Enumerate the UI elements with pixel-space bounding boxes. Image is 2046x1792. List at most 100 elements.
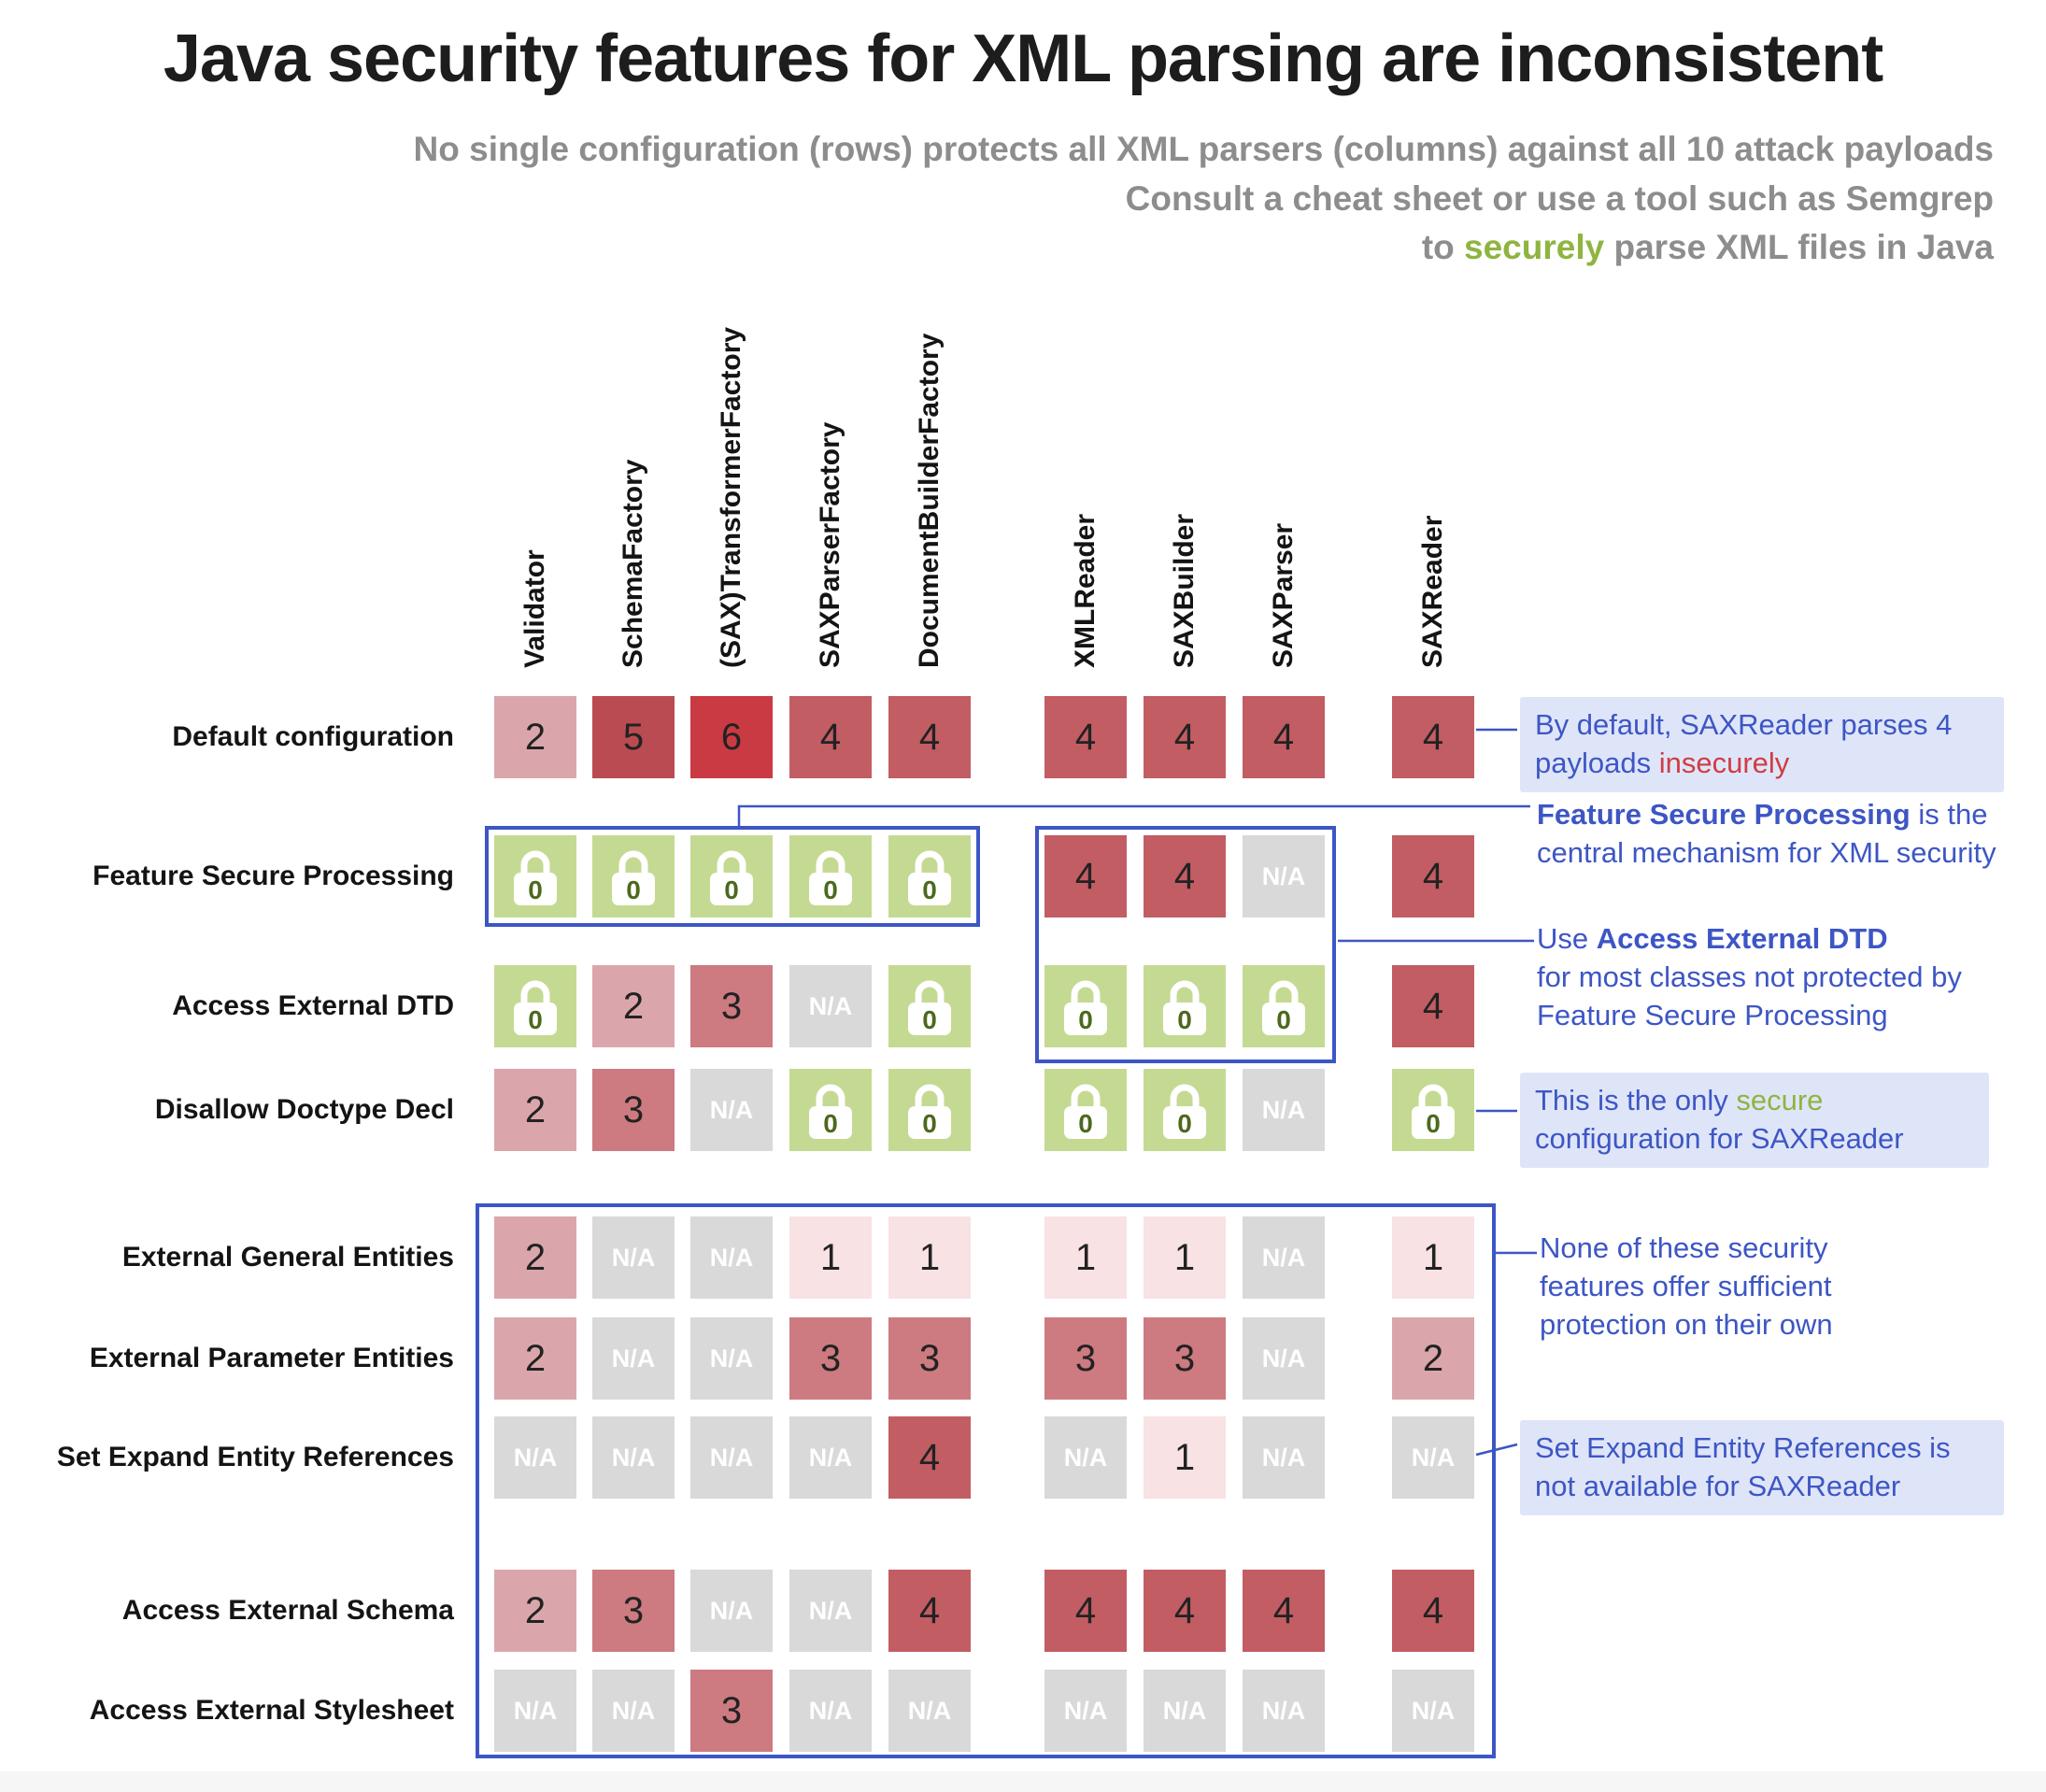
matrix-cell: 1 [1144,1416,1226,1499]
lock-icon: 0 [908,980,951,1035]
matrix-cell-secure: 0 [494,835,576,917]
lock-icon: 0 [514,850,557,905]
svg-text:0: 0 [626,875,641,904]
matrix-cell-na: N/A [789,1416,872,1499]
cell-value: 3 [622,1088,645,1131]
matrix-cell-secure: 0 [1392,1069,1474,1151]
cell-value: N/A [808,991,853,1020]
matrix-cell: 5 [592,696,675,778]
cell-value: N/A [513,1443,558,1472]
text-segment: Access External DTD [1596,922,1888,955]
matrix-cell: 3 [690,1670,773,1752]
cell-value: N/A [808,1696,853,1725]
cell-value: 4 [1272,716,1295,758]
matrix-cell-na: N/A [690,1216,773,1299]
matrix-cell-na: N/A [690,1416,773,1499]
text-segment: Use [1537,922,1597,955]
matrix-cell: 4 [1392,696,1474,778]
cell-value: 2 [524,1337,547,1379]
matrix-cell-na: N/A [494,1670,576,1752]
svg-text:0: 0 [922,1005,937,1034]
subtitle-line: Consult a cheat sheet or use a tool such… [414,175,1994,224]
matrix-cell: 3 [592,1570,675,1652]
column-header-label: SAXParser [1268,522,1299,668]
matrix-cell: 3 [592,1069,675,1151]
cell-value: 2 [524,1088,547,1131]
matrix-cell: 4 [1044,835,1127,917]
matrix-cell-na: N/A [592,1416,675,1499]
cell-value: N/A [808,1443,853,1472]
cell-value: N/A [709,1443,754,1472]
cell-value: 4 [1422,985,1444,1027]
matrix-cell-na: N/A [1243,1069,1325,1151]
matrix-cell-secure: 0 [494,965,576,1047]
row-label: Access External DTD [172,990,454,1022]
svg-text:0: 0 [724,875,739,904]
matrix-cell: 4 [888,1416,971,1499]
page-title: Java security features for XML parsing a… [163,21,1883,96]
matrix-cell-secure: 0 [690,835,773,917]
cell-value: N/A [1261,1696,1306,1725]
cell-value: 4 [1272,1589,1295,1631]
cell-value: N/A [1261,1443,1306,1472]
text-segment: This is the only [1535,1084,1737,1116]
column-header-label: (SAX)TransformerFactory [716,326,746,668]
matrix-cell: 4 [1044,696,1127,778]
highlight-box-access-external-dtd [1035,826,1336,1063]
lock-icon: 0 [1163,1084,1206,1139]
row-label: Default configuration [172,721,454,753]
row-label: Feature Secure Processing [92,860,454,892]
matrix-cell-na: N/A [1243,835,1325,917]
cell-value: 2 [524,716,547,758]
cell-value: N/A [1261,1095,1306,1124]
text-segment: securely [1464,228,1605,267]
cell-value: N/A [1063,1443,1108,1472]
annotation: None of these security features offer su… [1540,1230,1923,1344]
cell-value: N/A [1411,1696,1456,1725]
text-segment: is the central mechanism for XML securit… [1537,798,1996,869]
lock-icon: 0 [809,1084,852,1139]
matrix-cell: 4 [1243,1570,1325,1652]
row-label: Access External Schema [121,1595,454,1627]
matrix-cell: 4 [888,1570,971,1652]
matrix-cell-na: N/A [1243,1670,1325,1752]
matrix-cell-secure: 0 [789,835,872,917]
lock-icon: 0 [1064,980,1107,1035]
text-segment: Feature Secure Processing [1537,798,1911,831]
cell-value: 2 [524,1589,547,1631]
matrix-cell: 1 [1392,1216,1474,1299]
lock-icon: 0 [1412,1084,1455,1139]
matrix-cell: 3 [789,1317,872,1400]
matrix-cell: 2 [494,1317,576,1400]
cell-value: N/A [1162,1696,1207,1725]
matrix-cell-secure: 0 [1144,1069,1226,1151]
matrix-cell: 2 [494,1216,576,1299]
cell-value: 1 [1074,1236,1097,1278]
cell-value: 2 [1422,1337,1444,1379]
matrix-cell-na: N/A [789,965,872,1047]
cell-value: 4 [918,1436,941,1478]
text-segment: for most classes not protected by Featur… [1537,960,1962,1031]
lock-icon: 0 [908,1084,951,1139]
matrix-cell-na: N/A [690,1069,773,1151]
text-segment: By default, SAXReader parses 4 payloads [1535,708,1953,779]
matrix-cell: 4 [1144,1570,1226,1652]
lock-icon: 0 [612,850,655,905]
matrix-cell-na: N/A [888,1670,971,1752]
matrix-cell-na: N/A [1243,1216,1325,1299]
annotation: Use Access External DTD for most classes … [1537,920,2004,1035]
matrix-cell: 4 [1392,965,1474,1047]
cell-value: N/A [709,1344,754,1372]
matrix-cell-na: N/A [592,1670,675,1752]
cell-value: 6 [720,716,743,758]
cell-value: 2 [524,1236,547,1278]
subtitle-line: to securely parse XML files in Java [414,223,1994,273]
cell-value: N/A [1063,1696,1108,1725]
text-segment: Consult a cheat sheet or use a tool such… [1125,178,1994,218]
matrix-cell: 3 [690,965,773,1047]
cell-value: 3 [819,1337,842,1379]
cell-value: N/A [709,1596,754,1625]
annotation: By default, SAXReader parses 4 payloads … [1520,697,2004,792]
matrix-cell-na: N/A [789,1670,872,1752]
lock-icon: 0 [809,850,852,905]
